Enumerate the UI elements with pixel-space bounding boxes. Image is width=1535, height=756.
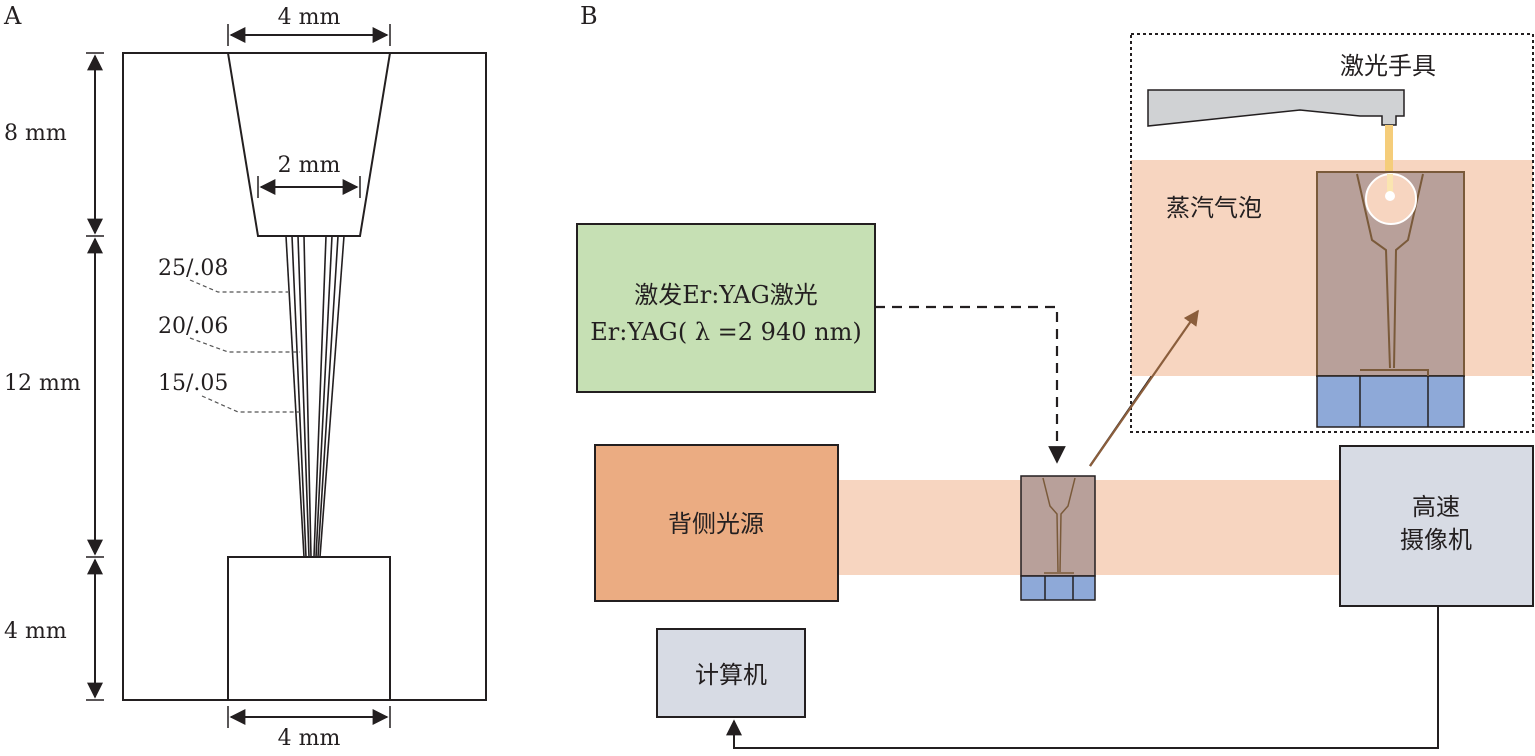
light-source-box: 背侧光源 bbox=[594, 444, 839, 602]
dim-h-bottom-label: 4 mm bbox=[4, 619, 67, 644]
taper-label-2: 20/.06 bbox=[158, 314, 228, 339]
dim-top-width: 4 mm bbox=[227, 5, 391, 46]
laser-handpiece bbox=[1147, 89, 1405, 127]
taper-labels: 25/.08 20/.06 15/.05 bbox=[158, 256, 303, 413]
camera-label-line2: 摄像机 bbox=[1400, 526, 1472, 554]
light-source-label: 背侧光源 bbox=[668, 510, 764, 538]
zoom-inset: 激光手具 蒸汽气泡 bbox=[1089, 33, 1534, 467]
dim-inner-width: 2 mm bbox=[257, 153, 361, 198]
bubble-label: 蒸汽气泡 bbox=[1166, 194, 1262, 222]
bubble-pointer-arrow bbox=[1089, 309, 1199, 467]
sample-large-base bbox=[1316, 375, 1465, 428]
dim-inner-width-label: 2 mm bbox=[278, 153, 341, 178]
laser-source-line2: Er:YAG( λ =2 940 nm) bbox=[590, 318, 861, 346]
dim-h-mid-label: 12 mm bbox=[4, 371, 81, 396]
laser-source-line1: 激发Er:YAG激光 bbox=[634, 281, 818, 309]
taper-label-1: 25/.08 bbox=[158, 256, 228, 281]
zoom-inset-border bbox=[1130, 33, 1534, 433]
high-speed-camera-box: 高速 摄像机 bbox=[1339, 445, 1534, 607]
canal-orifice-trapezoid bbox=[226, 52, 392, 237]
panel-label-b: B bbox=[580, 2, 598, 30]
panel-label-a: A bbox=[3, 2, 22, 30]
dim-h-top-label: 8 mm bbox=[4, 121, 67, 146]
dim-vertical bbox=[86, 52, 104, 701]
computer-label: 计算机 bbox=[695, 661, 767, 689]
sample-small bbox=[1020, 475, 1096, 601]
laser-source-box: 激发Er:YAG激光 Er:YAG( λ =2 940 nm) bbox=[576, 223, 876, 393]
canal-taper-lines bbox=[285, 235, 345, 558]
dim-bottom-width: 4 mm bbox=[227, 706, 391, 751]
handpiece-label: 激光手具 bbox=[1340, 52, 1436, 80]
canal-base-block bbox=[227, 556, 391, 701]
taper-label-3: 15/.05 bbox=[158, 371, 228, 396]
camera-label-line1: 高速 bbox=[1412, 493, 1460, 521]
computer-box: 计算机 bbox=[656, 628, 806, 718]
laser-beam bbox=[1385, 125, 1393, 188]
dim-top-width-label: 4 mm bbox=[278, 5, 341, 30]
dim-bottom-width-label: 4 mm bbox=[278, 726, 341, 751]
camera-computer-cable bbox=[726, 606, 1439, 749]
laser-path-dashed bbox=[875, 305, 1066, 464]
